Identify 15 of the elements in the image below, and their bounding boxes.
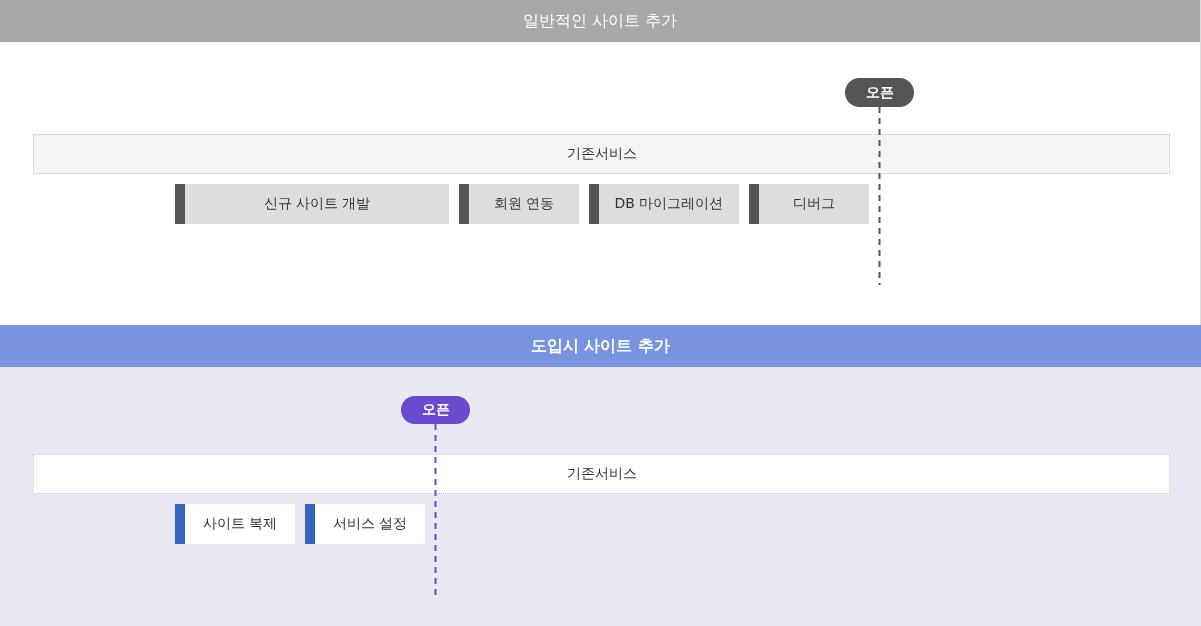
task-box: 사이트 복제 [175,504,295,544]
milestone-pill: 오픈 [845,78,914,107]
milestone-pill: 오픈 [401,396,470,424]
panel-heading: 도입시 사이트 추가 [0,325,1201,367]
task-box: 신규 사이트 개발 [175,184,449,224]
task-box: DB 마이그레이션 [589,184,739,224]
task-box: 디버그 [749,184,869,224]
dashed-line [878,106,881,286]
panel [0,325,1201,626]
service-band: 기존서비스 [33,454,1170,494]
panel-heading: 일반적인 사이트 추가 [0,0,1200,42]
task-box: 서비스 설정 [305,504,425,544]
panel [0,0,1201,325]
service-band: 기존서비스 [33,134,1170,174]
task-box: 회원 연동 [459,184,579,224]
